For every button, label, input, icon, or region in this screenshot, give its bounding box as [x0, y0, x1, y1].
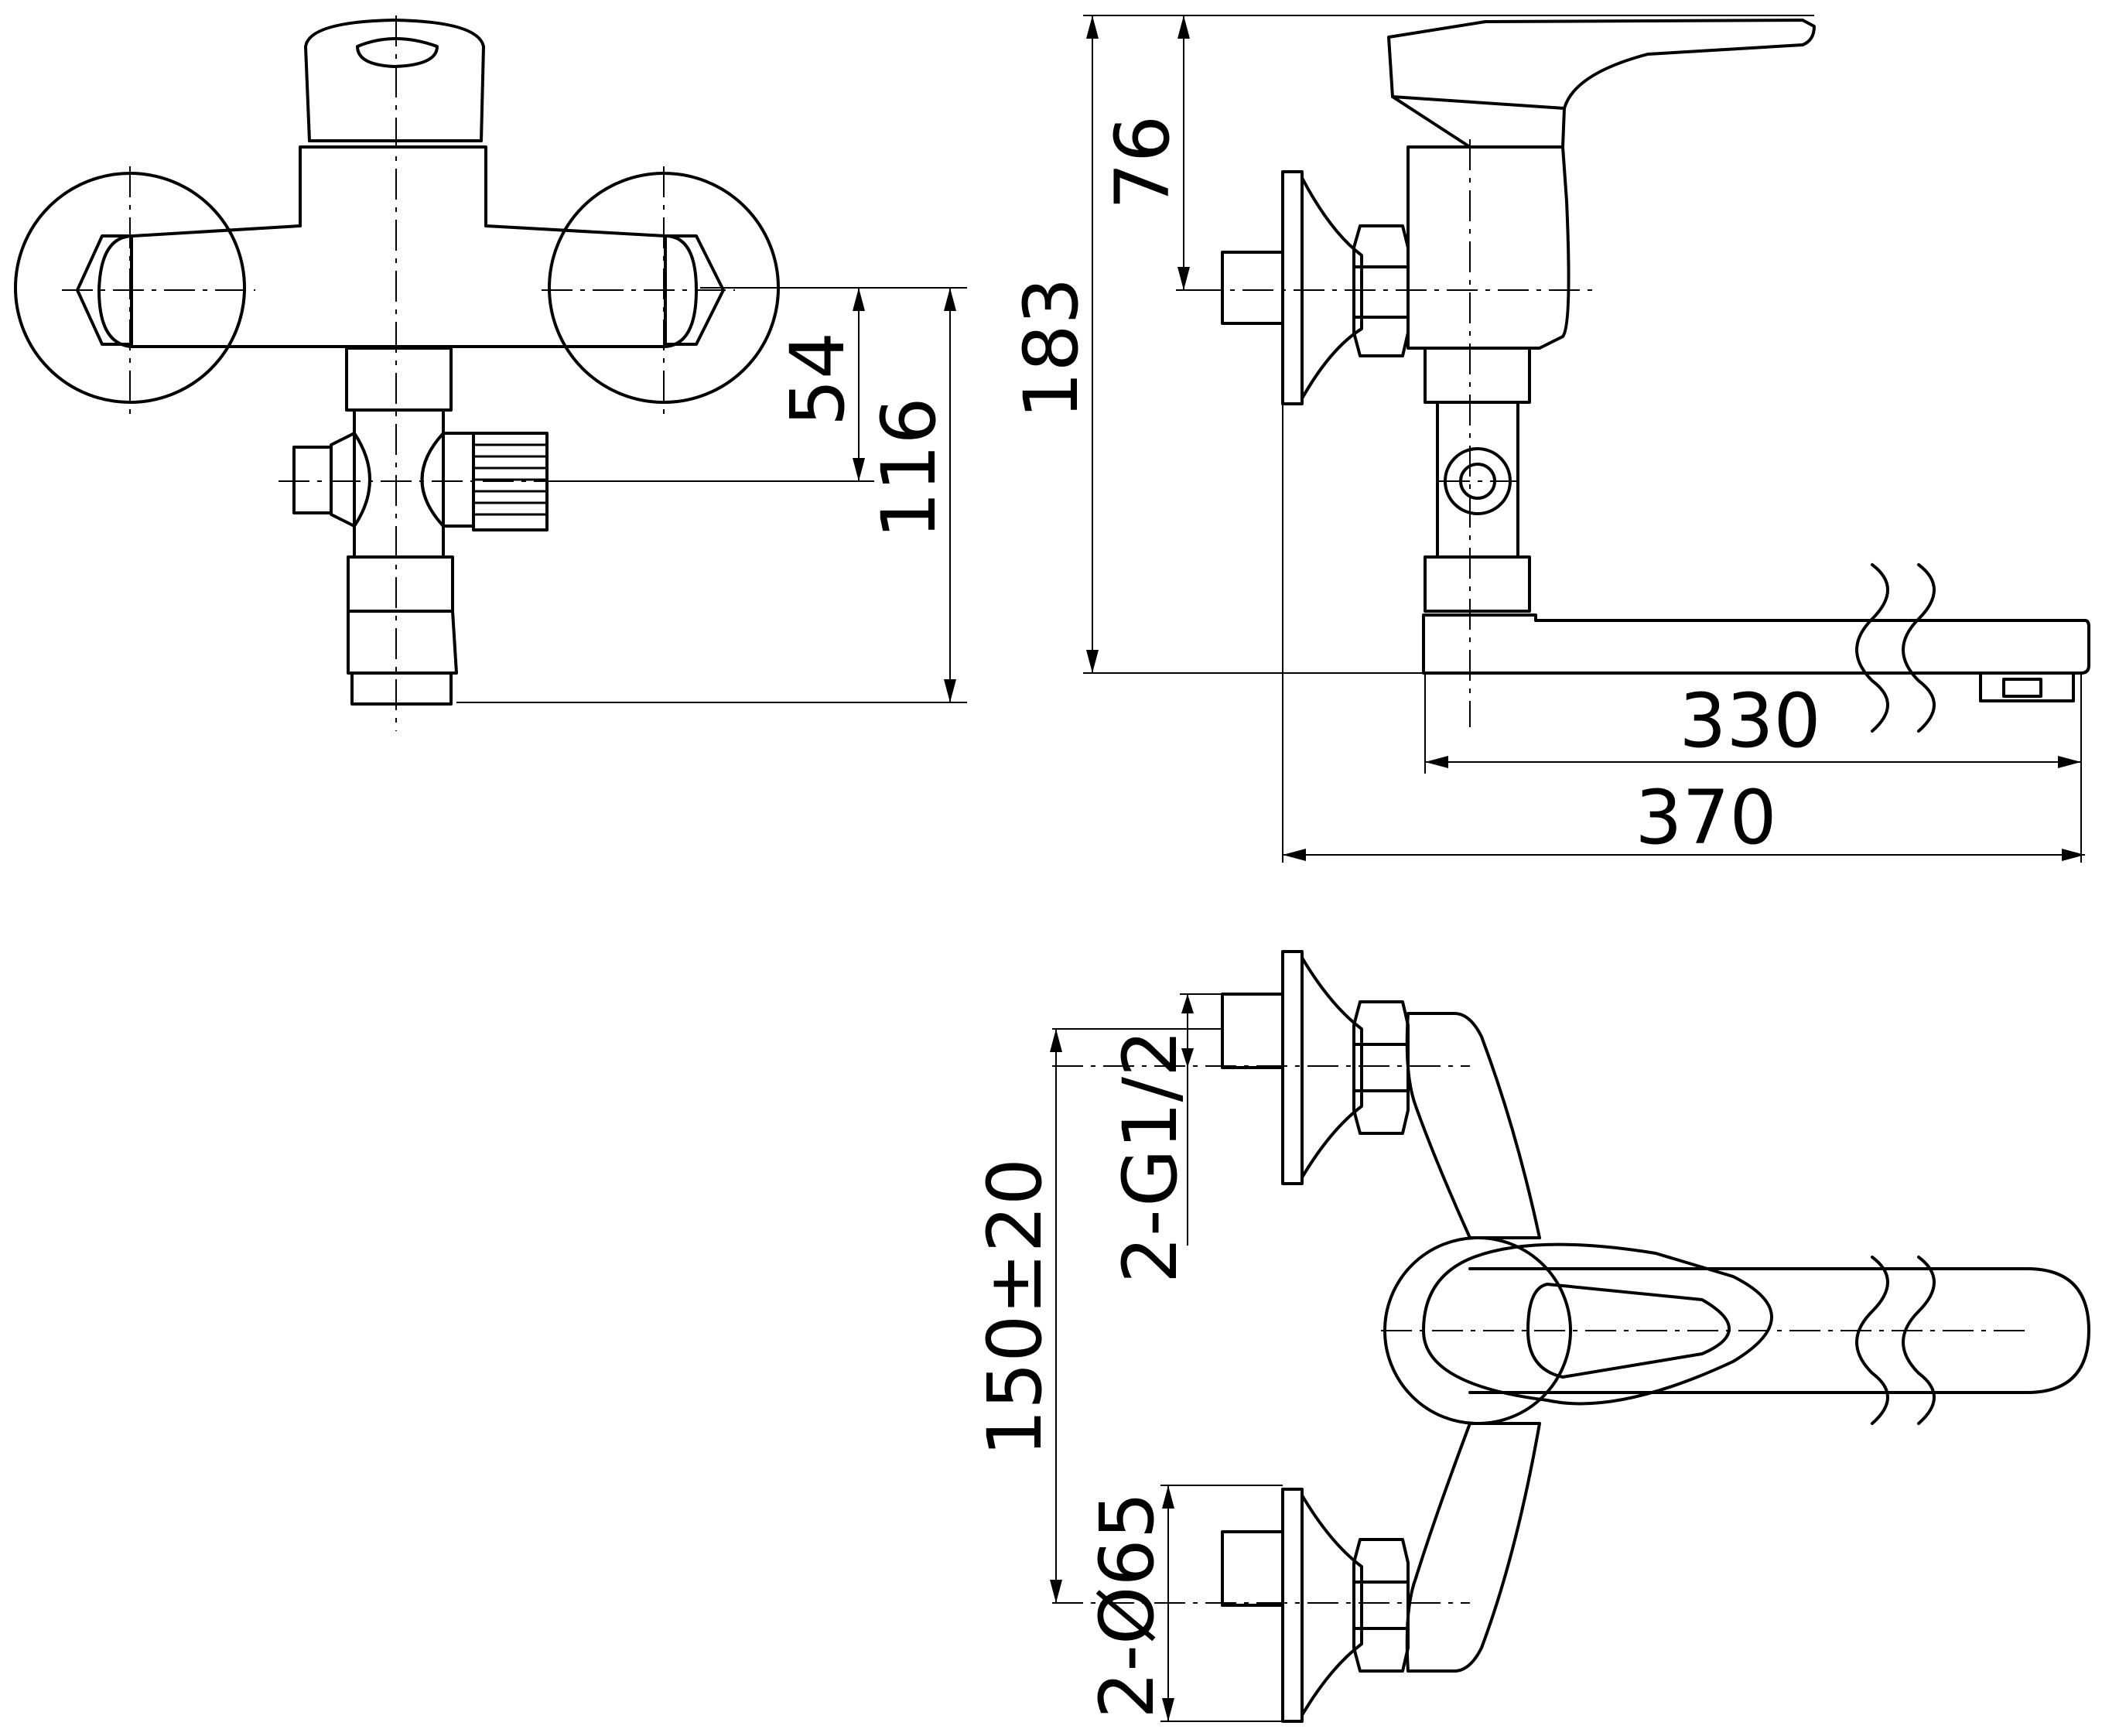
spacing-label: 150±20	[972, 1158, 1058, 1457]
knurl-lines	[473, 443, 547, 516]
dim-370-label: 370	[1635, 774, 1776, 861]
top-view: 2-G1/2 150±20 2-Ø65	[972, 950, 2090, 1723]
dim-116-label: 116	[866, 397, 952, 538]
side-view: 76 183 330 370	[1008, 15, 2090, 863]
dim-54-label: 54	[774, 332, 861, 426]
dim-330-label: 330	[1679, 678, 1820, 764]
dim-183-label: 183	[1008, 277, 1095, 419]
flange-label: 2-Ø65	[1084, 1492, 1171, 1718]
front-view: 54 116	[14, 15, 967, 731]
thread-label: 2-G1/2	[1107, 1030, 1194, 1283]
dim-76-label: 76	[1099, 115, 1186, 210]
